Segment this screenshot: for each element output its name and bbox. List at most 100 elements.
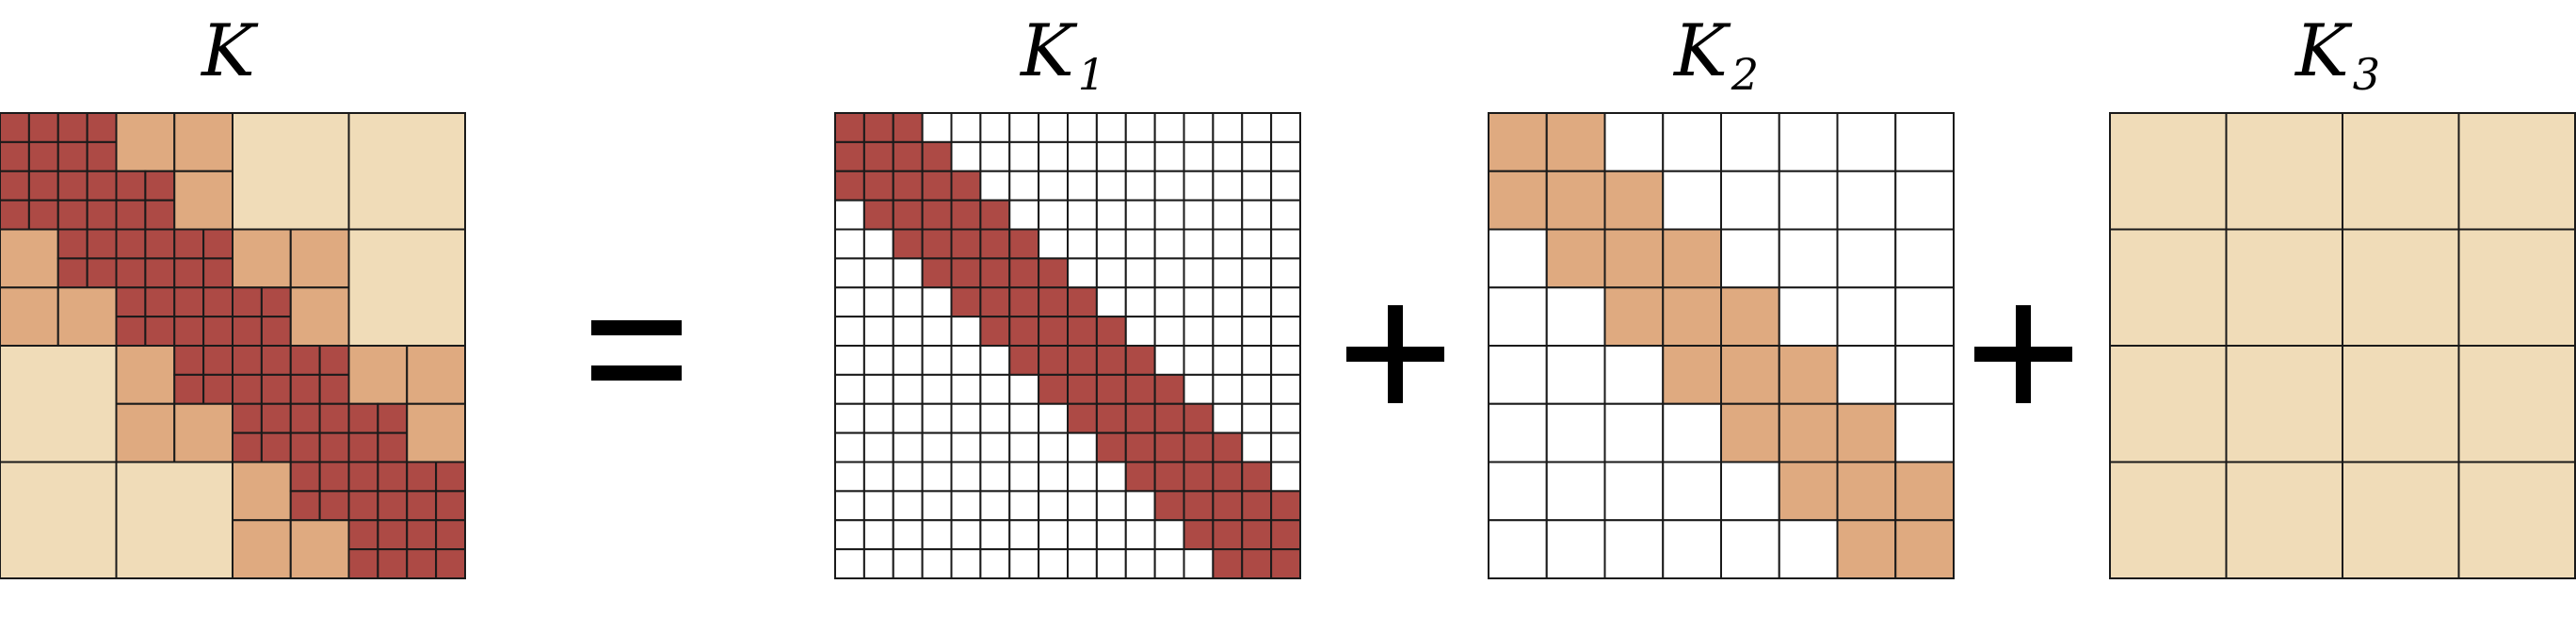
k-near-block [232, 402, 263, 434]
k1-empty-block [1008, 519, 1040, 551]
k1-empty-block [921, 112, 953, 143]
plus-sign-2 [1974, 305, 2072, 403]
k2-empty-block [1488, 519, 1548, 579]
k2-mid-block [1778, 461, 1839, 522]
k1-empty-block [1270, 402, 1301, 434]
k1-empty-block [1153, 199, 1185, 231]
k-mid-block [406, 345, 466, 405]
k-near-block [173, 316, 205, 347]
k3-far-block [2225, 345, 2343, 463]
k1-empty-block [1124, 490, 1156, 522]
title-K2-text: K [1674, 8, 1728, 92]
k1-empty-block [950, 519, 982, 551]
k1-empty-block [892, 316, 924, 347]
k1-empty-block [834, 373, 865, 405]
k2-mid-block [1545, 170, 1606, 231]
k1-empty-block [1153, 228, 1185, 260]
k1-near-block [834, 112, 865, 143]
k1-near-block [892, 140, 924, 172]
k-mid-block [115, 402, 176, 463]
k1-empty-block [1241, 286, 1273, 318]
k-near-block [289, 345, 321, 376]
k-near-block [260, 373, 292, 405]
title-K3-text: K [2295, 8, 2349, 92]
k2-empty-block [1545, 345, 1606, 405]
k1-empty-block [1183, 228, 1215, 260]
k1-empty-block [1153, 170, 1185, 202]
k-near-block [347, 548, 379, 579]
k-mid-block [232, 461, 292, 522]
k1-near-block [1124, 402, 1156, 434]
k1-near-block [1241, 490, 1273, 522]
k-far-block [232, 112, 350, 231]
k1-empty-block [834, 461, 865, 493]
k1-empty-block [1153, 345, 1185, 376]
k2-empty-block [1778, 112, 1839, 172]
k1-near-block [1270, 519, 1301, 551]
k2-mid-block [1603, 286, 1665, 347]
k2-empty-block [1662, 170, 1722, 231]
k3-far-block [2109, 345, 2228, 463]
k1-empty-block [1241, 170, 1273, 202]
k1-empty-block [1153, 286, 1185, 318]
k2-empty-block [1894, 228, 1955, 289]
k-near-block [232, 286, 263, 318]
k2-empty-block [1603, 461, 1665, 522]
k1-empty-block [892, 257, 924, 289]
k1-empty-block [1270, 373, 1301, 405]
k1-empty-block [921, 316, 953, 347]
k1-near-block [1124, 373, 1156, 405]
k1-near-block [1183, 431, 1215, 463]
k1-empty-block [1095, 170, 1127, 202]
k1-empty-block [834, 490, 865, 522]
k1-near-block [1212, 431, 1244, 463]
k2-empty-block [1836, 286, 1897, 347]
k1-empty-block [1212, 170, 1244, 202]
k1-empty-block [950, 461, 982, 493]
k2-mid-block [1488, 112, 1548, 172]
k-near-block [144, 316, 176, 347]
k-near-block [232, 316, 263, 347]
k3-far-block [2342, 112, 2460, 231]
k1-empty-block [1038, 170, 1069, 202]
k1-near-block [1153, 402, 1185, 434]
k1-empty-block [834, 316, 865, 347]
k-near-block [435, 548, 466, 579]
k-near-block [406, 548, 438, 579]
k2-empty-block [1778, 519, 1839, 579]
k-near-block [27, 199, 59, 231]
k2-empty-block [1894, 112, 1955, 172]
k1-empty-block [1124, 199, 1156, 231]
k1-near-block [1095, 345, 1127, 376]
k-near-block [289, 373, 321, 405]
k1-empty-block [1038, 431, 1069, 463]
k1-empty-block [1095, 112, 1127, 143]
k1-near-block [950, 170, 982, 202]
k-mid-block [173, 170, 233, 231]
k2-empty-block [1603, 519, 1665, 579]
k3-far-block [2225, 228, 2343, 347]
k1-empty-block [979, 490, 1011, 522]
k3-far-block [2225, 112, 2343, 231]
k2-empty-block [1603, 402, 1665, 463]
k-near-block [56, 170, 89, 202]
k2-empty-block [1603, 112, 1665, 172]
k2-mid-block [1778, 402, 1839, 463]
k1-empty-block [1270, 257, 1301, 289]
k1-empty-block [1038, 461, 1069, 493]
k-near-block [115, 199, 147, 231]
k1-empty-block [1038, 519, 1069, 551]
k1-empty-block [1241, 373, 1273, 405]
k1-empty-block [1067, 519, 1098, 551]
k2-mid-block [1603, 228, 1665, 289]
k1-near-block [1270, 490, 1301, 522]
matrix-K2-mid-level [1488, 112, 1955, 579]
k1-empty-block [1153, 140, 1185, 172]
k1-empty-block [921, 431, 953, 463]
k1-empty-block [1095, 199, 1127, 231]
k1-empty-block [1008, 373, 1040, 405]
k1-near-block [1038, 286, 1069, 318]
k1-empty-block [1183, 345, 1215, 376]
k-near-block [232, 431, 263, 463]
k1-empty-block [1067, 490, 1098, 522]
